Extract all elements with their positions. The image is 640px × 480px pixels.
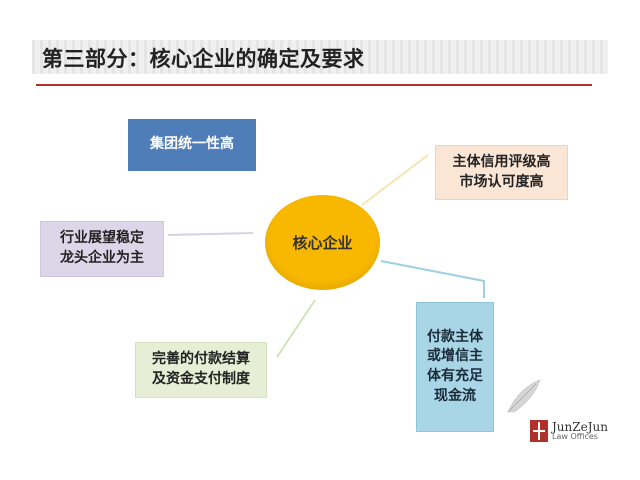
title-rule (36, 84, 592, 86)
box-payment-system: 完善的付款结算 及资金支付制度 (135, 342, 267, 398)
box-cashflow: 付款主体 或增信主 体有充足 现金流 (416, 302, 494, 432)
center-circle: 核心企业 (265, 195, 380, 290)
slide-title: 第三部分：核心企业的确定及要求 (42, 47, 365, 71)
box-industry-outlook-label: 行业展望稳定 龙头企业为主 (60, 230, 144, 266)
box-credit-rating: 主体信用评级高 市场认可度高 (435, 145, 568, 200)
box-payment-system-label: 完善的付款结算 及资金支付制度 (152, 351, 250, 387)
connector-industry (167, 232, 254, 236)
firm-subtitle: Law Offices (552, 432, 598, 442)
title-bar (32, 40, 608, 74)
box-industry-outlook: 行业展望稳定 龙头企业为主 (40, 221, 164, 277)
connector-payment (276, 299, 316, 358)
box-group-unity: 集团统一性高 (128, 119, 256, 171)
firm-name: JunZeJun (552, 419, 608, 434)
firm-logo-icon (530, 420, 548, 442)
connector-credit (361, 154, 429, 206)
center-label: 核心企业 (292, 234, 353, 252)
quill-shaft (507, 383, 537, 413)
firm-logo: JunZeJun Law Offices (530, 420, 608, 442)
firm-logo-text: JunZeJun Law Offices (552, 419, 608, 442)
box-group-unity-label: 集团统一性高 (150, 136, 234, 153)
box-credit-rating-label: 主体信用评级高 市场认可度高 (452, 153, 551, 190)
box-cashflow-label: 付款主体 或增信主 体有充足 现金流 (427, 328, 483, 404)
connector-cashflow (380, 260, 485, 298)
